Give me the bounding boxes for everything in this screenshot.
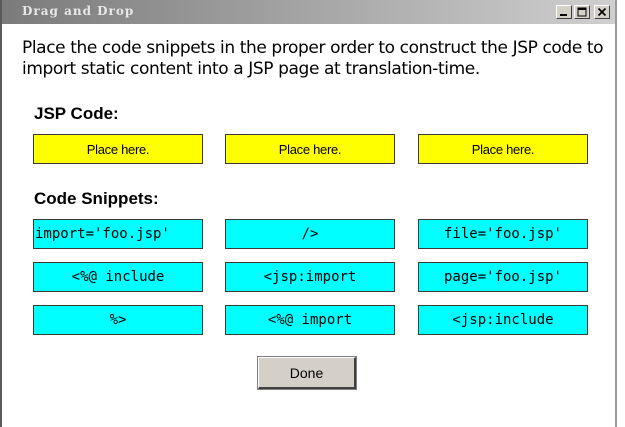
jsp-code-heading: JSP Code:	[34, 104, 119, 123]
window-title: Drag and Drop	[22, 4, 135, 18]
code-snippets-heading: Code Snippets:	[34, 189, 159, 208]
close-icon	[597, 7, 607, 17]
snippet-include-directive[interactable]: <%@ include	[33, 262, 203, 292]
done-button[interactable]: Done	[257, 356, 357, 390]
snippet-import-foo-jsp[interactable]: import='foo.jsp'	[33, 219, 203, 249]
minimize-button[interactable]	[556, 5, 572, 19]
close-button[interactable]	[594, 5, 610, 19]
drop-slot-2[interactable]: Place here.	[225, 134, 395, 164]
snippet-jsp-include[interactable]: <jsp:include	[418, 305, 588, 335]
maximize-icon	[577, 7, 587, 17]
title-bar[interactable]: Drag and Drop	[2, 0, 615, 24]
snippet-import-directive[interactable]: <%@ import	[225, 305, 395, 335]
snippet-self-close[interactable]: />	[225, 219, 395, 249]
maximize-button[interactable]	[574, 5, 590, 19]
drop-slot-3[interactable]: Place here.	[418, 134, 588, 164]
instruction-text: Place the code snippets in the proper or…	[22, 38, 604, 79]
minimize-icon	[560, 14, 567, 16]
snippet-jsp-import[interactable]: <jsp:import	[225, 262, 395, 292]
drop-slot-1[interactable]: Place here.	[33, 134, 203, 164]
snippet-page-foo-jsp[interactable]: page='foo.jsp'	[418, 262, 588, 292]
snippet-directive-close[interactable]: %>	[33, 305, 203, 335]
snippet-file-foo-jsp[interactable]: file='foo.jsp'	[418, 219, 588, 249]
